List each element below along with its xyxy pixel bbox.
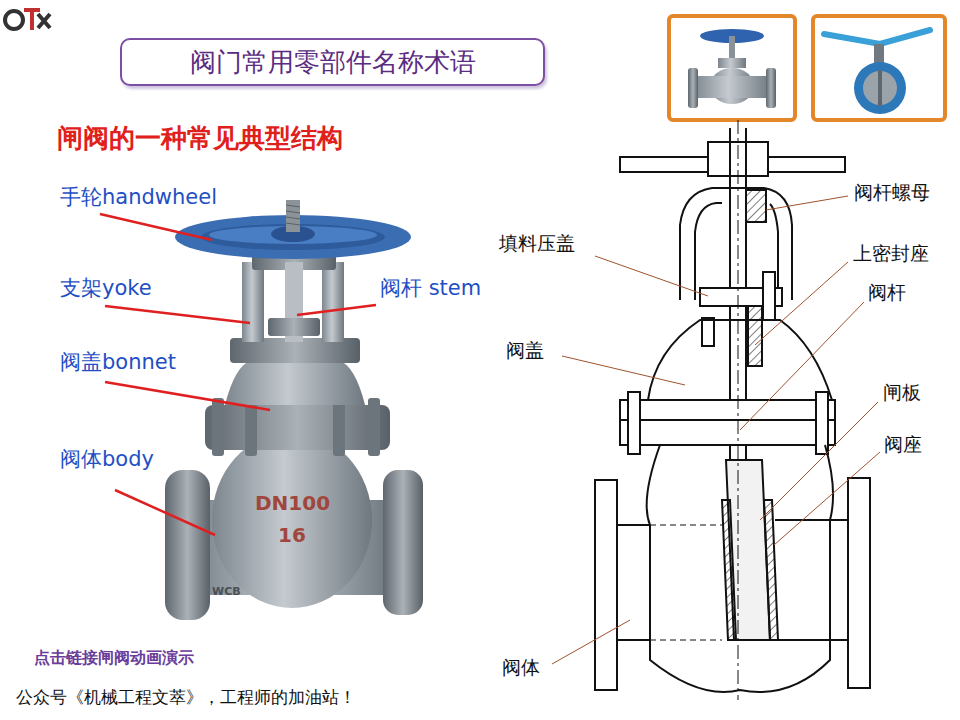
- casting-mark: 16: [278, 524, 306, 547]
- casting-mark: DN100: [255, 492, 330, 515]
- leader-lines-section: [552, 196, 880, 664]
- part-label: 阀座: [882, 434, 924, 456]
- casting-mark: WCB: [212, 586, 241, 599]
- thumbnail-gate-valve: [669, 16, 795, 120]
- part-label: 闸板: [881, 382, 923, 404]
- part-label: 阀体body: [58, 447, 156, 471]
- part-label: 阀体: [500, 657, 542, 679]
- slide-title: 阀门常用零部件名称术语: [190, 45, 476, 80]
- gate-valve-section: [595, 120, 870, 700]
- part-label: 手轮handwheel: [58, 185, 219, 209]
- part-label: 阀杆: [866, 282, 908, 304]
- link-note: 点击链接闸阀动画演示: [32, 649, 196, 667]
- part-label: 阀盖bonnet: [58, 350, 178, 374]
- part-label: 支架yoke: [58, 276, 154, 300]
- footer-note: 公众号《机械工程文萃》，工程师的加油站！: [14, 688, 358, 708]
- part-label: 阀盖: [504, 340, 546, 362]
- gate-valve-photo: [165, 200, 423, 620]
- title-box: 阀门常用零部件名称术语: [120, 38, 545, 86]
- part-label: 阀杆 stem: [378, 276, 483, 300]
- thumbnail-butterfly-valve: [813, 16, 945, 120]
- part-label: 阀杆螺母: [852, 182, 932, 204]
- section-heading: 闸阀的一种常见典型结构: [55, 124, 345, 154]
- logo: [5, 10, 50, 30]
- part-label: 填料压盖: [497, 233, 577, 255]
- part-label: 上密封座: [851, 243, 931, 265]
- leader-lines-red: [100, 214, 376, 535]
